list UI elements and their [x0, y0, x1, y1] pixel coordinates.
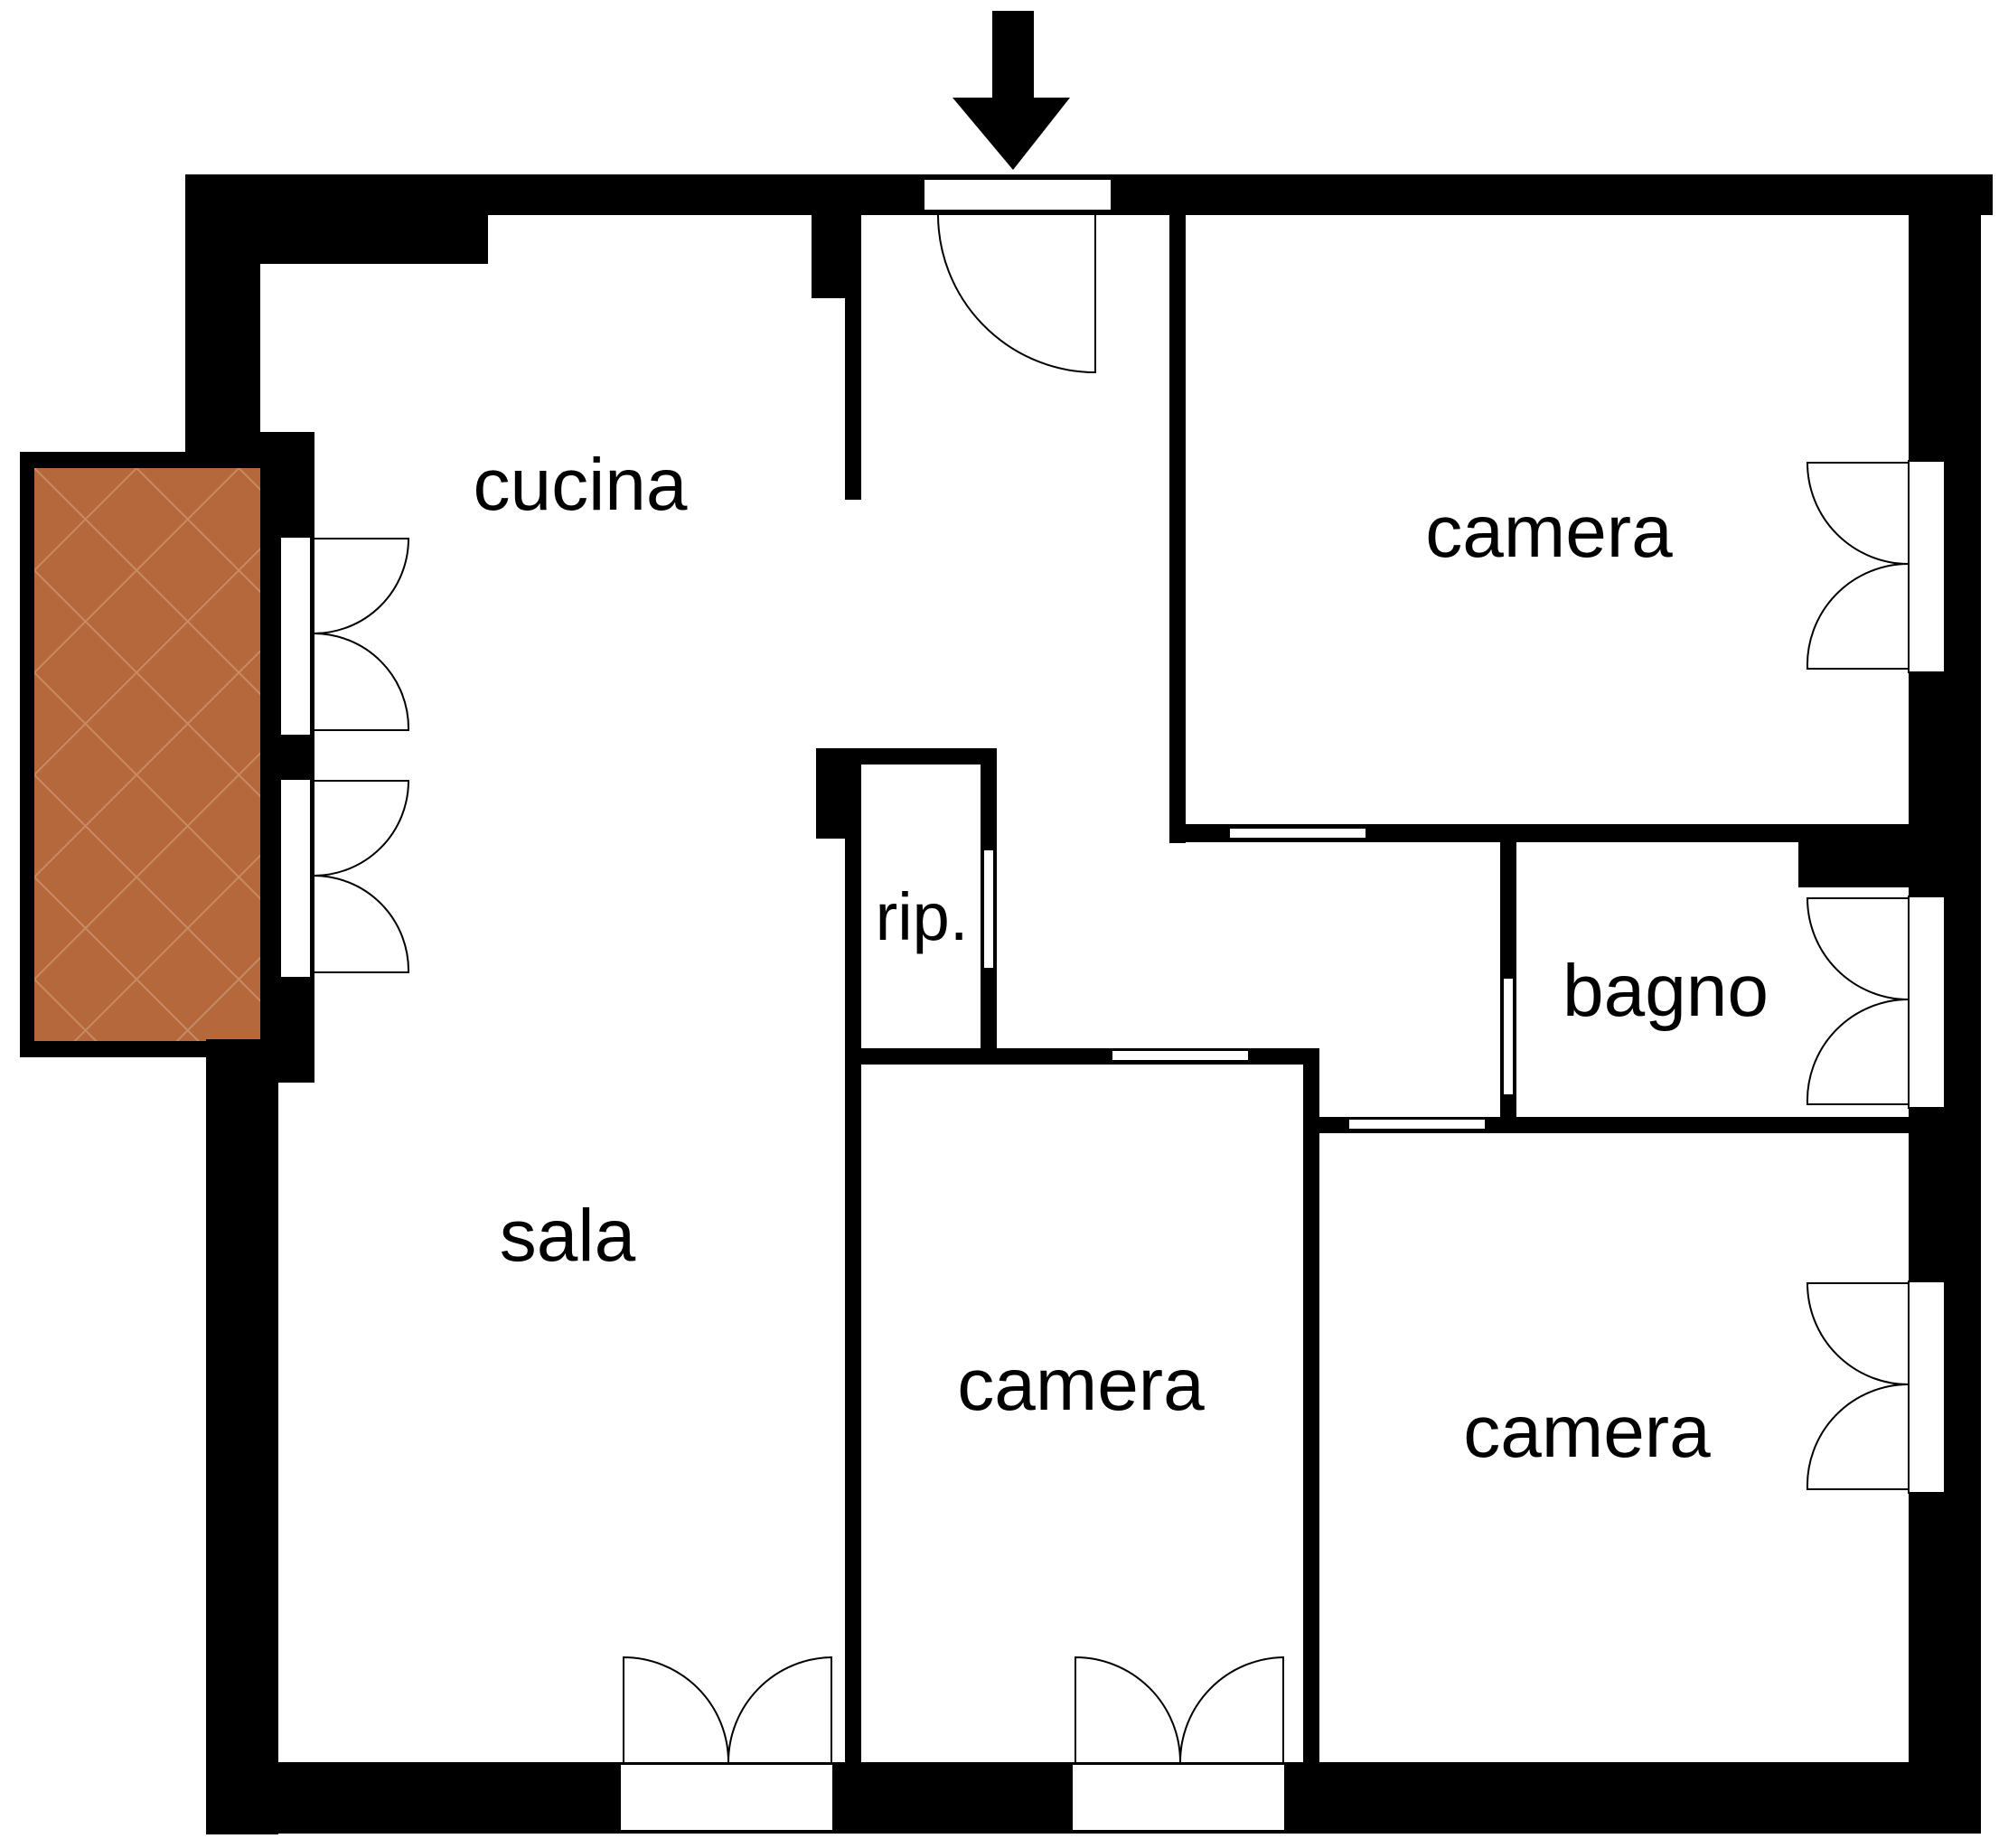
cucina-window: [279, 536, 312, 736]
room-label-camera-top: camera: [1425, 491, 1673, 573]
balcony: [20, 452, 282, 1057]
door-swings: [312, 214, 1910, 1763]
arrow-down-icon: [953, 11, 1070, 170]
room-label-cucina: cucina: [473, 444, 687, 526]
camera-top-window: [1908, 460, 1946, 673]
bagno-window: [1908, 896, 1946, 1109]
sala-window-west: [279, 778, 312, 979]
camera-bottom-window: [1908, 1280, 1946, 1494]
sala-window-south: [619, 1763, 834, 1832]
room-label-sala: sala: [500, 1195, 636, 1277]
sliding-doors: [982, 827, 1515, 1130]
interior-walls: [812, 215, 1909, 1762]
room-label-camera-bottom: camera: [1463, 1391, 1711, 1473]
entrance-door-frame: [923, 178, 1112, 211]
room-label-bagno: bagno: [1563, 950, 1769, 1032]
room-label-rip: rip.: [876, 879, 969, 954]
room-label-camera-middle: camera: [957, 1344, 1205, 1426]
windows: [279, 178, 1946, 1832]
entrance-door-swing: [937, 214, 1096, 373]
camera-middle-window: [1071, 1763, 1286, 1832]
